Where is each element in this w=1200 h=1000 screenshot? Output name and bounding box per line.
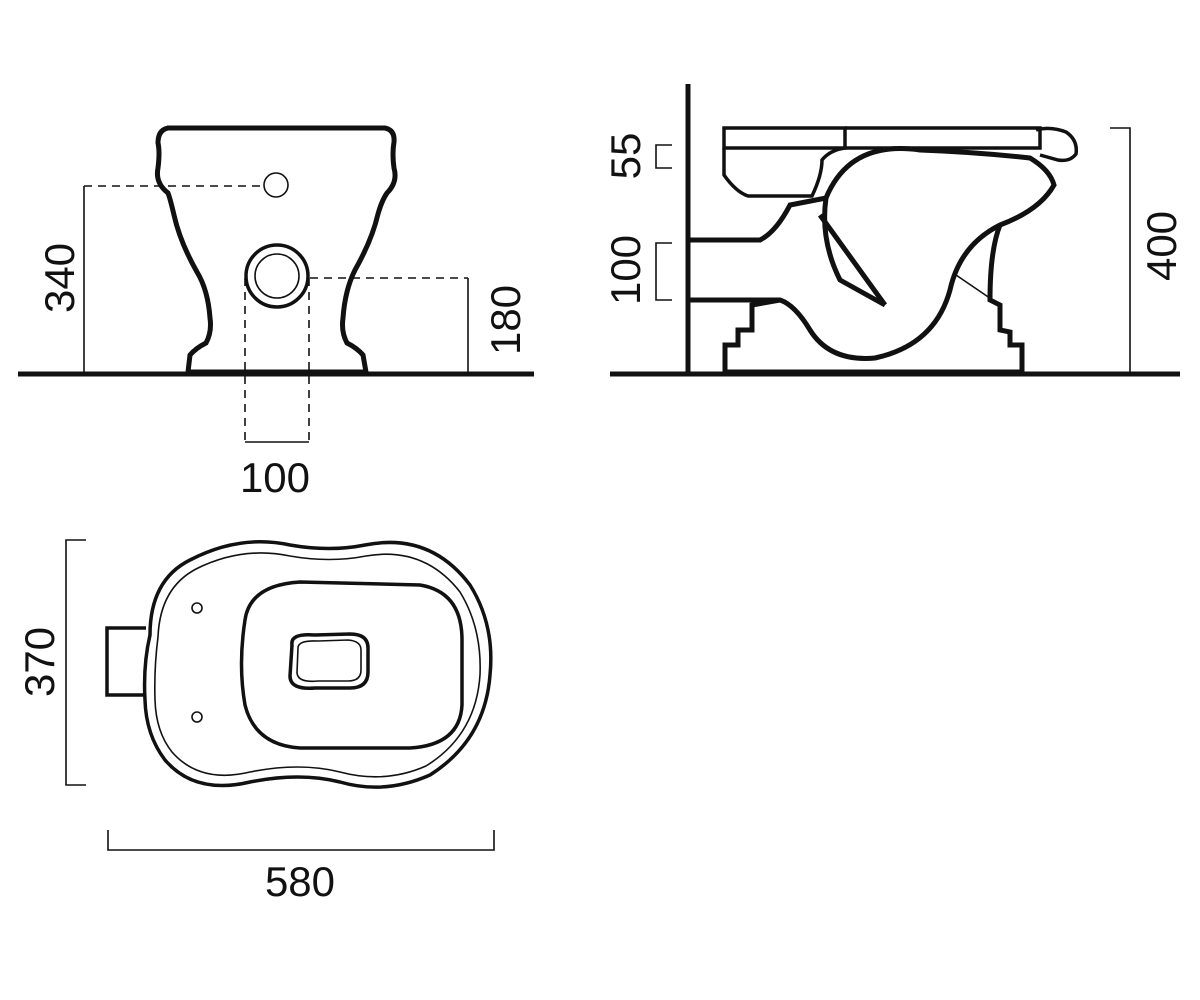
top-view: 370 580 — [16, 539, 495, 905]
side-seat — [722, 126, 847, 150]
top-bowl-opening — [239, 580, 464, 750]
front-outlet-ring-outer — [244, 243, 310, 309]
dim-55-label: 55 — [602, 133, 649, 180]
front-outlet-ring-inner — [254, 253, 300, 299]
top-drain-inner — [296, 639, 362, 683]
dim-100-label: 100 — [240, 454, 310, 501]
front-view: 340 180 100 — [18, 125, 534, 501]
side-lid — [845, 126, 1042, 150]
dim-370-label: 370 — [16, 627, 63, 697]
side-hinge-knob — [1035, 126, 1079, 163]
side-trap-line — [817, 213, 888, 307]
dim-580-label: 580 — [265, 858, 335, 905]
top-seat-fixing-hole-upper — [191, 602, 203, 614]
dim-340-label: 340 — [36, 243, 83, 313]
top-seat-fixing-hole-lower — [191, 711, 203, 723]
side-view: 55 100 400 — [602, 84, 1185, 377]
side-cistern-block — [722, 146, 846, 198]
dim-side-100-bracket — [655, 242, 672, 301]
front-bowl-outline — [155, 125, 398, 375]
dim-400-line — [1110, 127, 1131, 374]
dim-370-line — [65, 539, 86, 786]
side-body-outline — [688, 146, 1057, 375]
top-bowl-outer-outline — [142, 540, 493, 789]
front-inlet-hole — [263, 172, 289, 198]
dim-580-line — [107, 830, 495, 851]
dim-side-100-label: 100 — [602, 235, 649, 305]
dim-400-label: 400 — [1138, 211, 1185, 281]
top-outlet-stub — [105, 626, 146, 697]
top-drain — [288, 632, 370, 690]
side-foot-line — [955, 274, 1001, 306]
top-bowl-outer-inner-line — [154, 552, 481, 778]
dim-180-label: 180 — [482, 285, 529, 355]
dim-55-bracket — [655, 144, 672, 169]
